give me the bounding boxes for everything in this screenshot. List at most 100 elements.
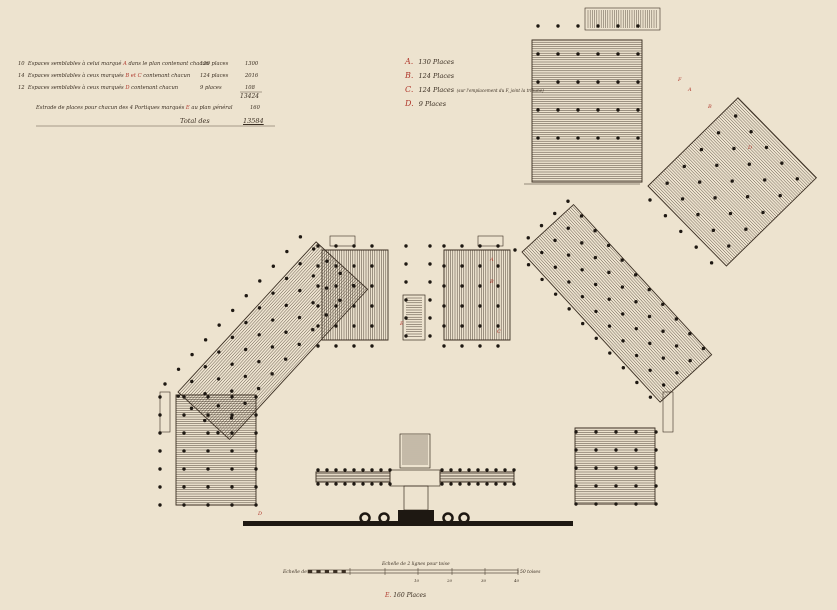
column-dot — [620, 285, 625, 289]
column-dot — [271, 318, 275, 322]
tier-line — [560, 216, 700, 367]
column-dot — [182, 503, 186, 507]
column-dot — [189, 406, 194, 411]
column-dot — [254, 395, 258, 399]
column-dot — [338, 298, 342, 302]
column-dot — [594, 336, 598, 341]
column-dot — [229, 416, 234, 420]
column-dot — [334, 344, 338, 348]
column-dot — [503, 482, 507, 486]
column-dot — [298, 262, 302, 266]
scale-segment — [316, 570, 321, 573]
column-dot — [334, 324, 338, 328]
tier-line — [562, 214, 701, 366]
column-dot — [216, 377, 221, 381]
column-dot — [636, 52, 640, 56]
tier-line — [529, 244, 669, 395]
column-dot — [325, 482, 329, 486]
tier-line — [698, 136, 777, 217]
right-gallery — [440, 471, 514, 482]
tier-line — [206, 268, 346, 419]
column-dot — [404, 244, 408, 248]
detail-frame — [524, 7, 661, 185]
scale-bar — [36, 91, 519, 575]
column-dot — [271, 264, 276, 268]
column-dot — [352, 264, 356, 268]
column-dot — [325, 468, 329, 472]
tier-line — [552, 223, 692, 374]
detail-top-step-lines — [587, 10, 657, 28]
column-dot — [654, 448, 658, 452]
column-dot — [636, 80, 640, 84]
column-dot — [634, 502, 638, 506]
column-dot — [370, 324, 374, 328]
column-dot — [203, 365, 208, 369]
column-dot — [254, 431, 258, 435]
column-dot — [607, 297, 611, 301]
column-dot — [230, 467, 234, 471]
column-dot — [176, 367, 181, 371]
column-dot — [230, 431, 234, 435]
legend-letter: B. — [405, 71, 414, 80]
column-dot — [206, 449, 210, 453]
column-dot — [316, 284, 320, 288]
tier-line — [525, 248, 664, 400]
row-places: 130 places — [200, 61, 229, 67]
column-dot — [217, 350, 221, 354]
scale-segment — [308, 570, 313, 573]
tier-line — [713, 121, 793, 202]
column-dot — [795, 177, 799, 181]
column-dot — [476, 468, 480, 472]
column-dot — [616, 80, 620, 84]
column-dot — [334, 304, 338, 308]
row-places: 9 places — [200, 85, 222, 91]
buttress — [477, 235, 504, 247]
extra-letter: E — [185, 105, 190, 111]
tier-line — [694, 139, 774, 220]
tier-line — [185, 249, 325, 400]
column-dot — [316, 244, 320, 248]
tier-line — [568, 208, 708, 360]
tier-line — [716, 118, 796, 199]
scale-segment — [324, 570, 329, 573]
tier-line — [228, 287, 367, 439]
row-count: 10 — [18, 61, 25, 67]
tier-line — [205, 267, 344, 418]
column-dot — [636, 108, 640, 112]
column-dot — [230, 395, 234, 399]
tier-line — [182, 246, 322, 397]
column-dot — [163, 382, 167, 386]
column-dot — [478, 324, 482, 328]
tier-line — [702, 131, 782, 213]
column-dot — [352, 324, 356, 328]
stage-steps — [402, 297, 428, 465]
column-dot — [553, 265, 558, 269]
column-dot — [674, 344, 679, 348]
column-dot — [713, 196, 717, 200]
column-dot — [574, 502, 578, 506]
column-dot — [556, 80, 560, 84]
column-dot — [158, 485, 162, 489]
column-dot — [449, 468, 453, 472]
column-dot — [270, 345, 275, 349]
column-dot — [244, 320, 248, 325]
column-dot — [614, 466, 618, 470]
column-dot — [556, 108, 560, 112]
column-dot — [634, 300, 638, 304]
column-dot — [316, 344, 320, 348]
tier-line — [724, 110, 804, 191]
column-dot — [297, 342, 301, 347]
column-dot — [663, 214, 668, 218]
column-dot — [334, 244, 338, 248]
column-dot — [206, 467, 210, 471]
column-dot — [764, 145, 769, 150]
tier-line — [541, 233, 680, 385]
column-dot — [496, 284, 500, 288]
column-dot — [254, 413, 258, 417]
legend-note: (sur l'emplacement du F, joint la tribun… — [456, 88, 544, 93]
column-dot — [404, 280, 408, 284]
column-dot — [747, 162, 752, 166]
column-dot — [496, 244, 500, 248]
column-dot — [361, 482, 365, 486]
column-dot — [648, 395, 653, 399]
